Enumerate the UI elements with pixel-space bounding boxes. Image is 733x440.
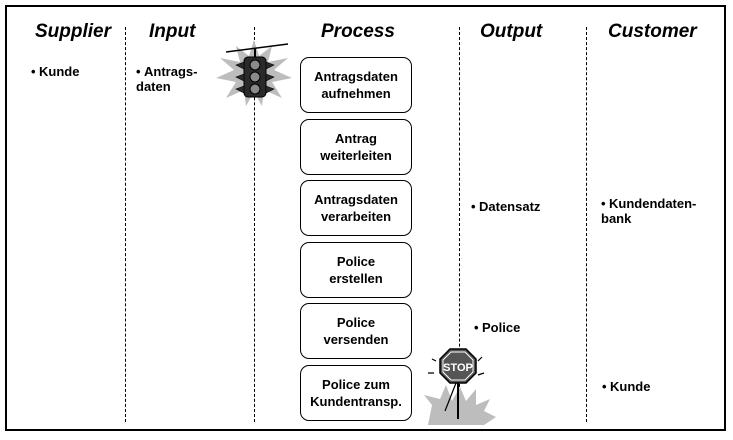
- stop-sign-icon: STOP: [424, 348, 496, 425]
- supplier-item: •Kunde: [31, 64, 80, 79]
- process-step-1: Antragsdaten aufnehmen: [300, 57, 412, 113]
- process-step-6: Police zum Kundentransp.: [300, 365, 412, 421]
- column-divider: [254, 27, 255, 422]
- traffic-light-icon: [216, 40, 292, 106]
- output-item: •Datensatz: [471, 199, 541, 214]
- diagram-frame: [5, 5, 726, 431]
- column-divider: [459, 27, 460, 422]
- header-input: Input: [149, 21, 196, 42]
- process-step-3: Antragsdaten verarbeiten: [300, 180, 412, 236]
- customer-item: •Kunde: [602, 379, 651, 394]
- stop-sign-label: STOP: [443, 362, 473, 374]
- header-supplier: Supplier: [35, 21, 112, 42]
- column-divider: [586, 27, 587, 422]
- header-process: Process: [321, 21, 395, 42]
- process-step-5: Police versenden: [300, 303, 412, 359]
- input-item: •Antrags- daten: [136, 64, 198, 94]
- customer-item: •Kundendaten- bank: [601, 196, 697, 226]
- process-step-4: Police erstellen: [300, 242, 412, 298]
- header-customer: Customer: [608, 21, 697, 42]
- column-divider: [125, 27, 126, 422]
- output-item: •Police: [474, 320, 521, 335]
- process-step-2: Antrag weiterleiten: [300, 119, 412, 175]
- header-output: Output: [480, 21, 543, 42]
